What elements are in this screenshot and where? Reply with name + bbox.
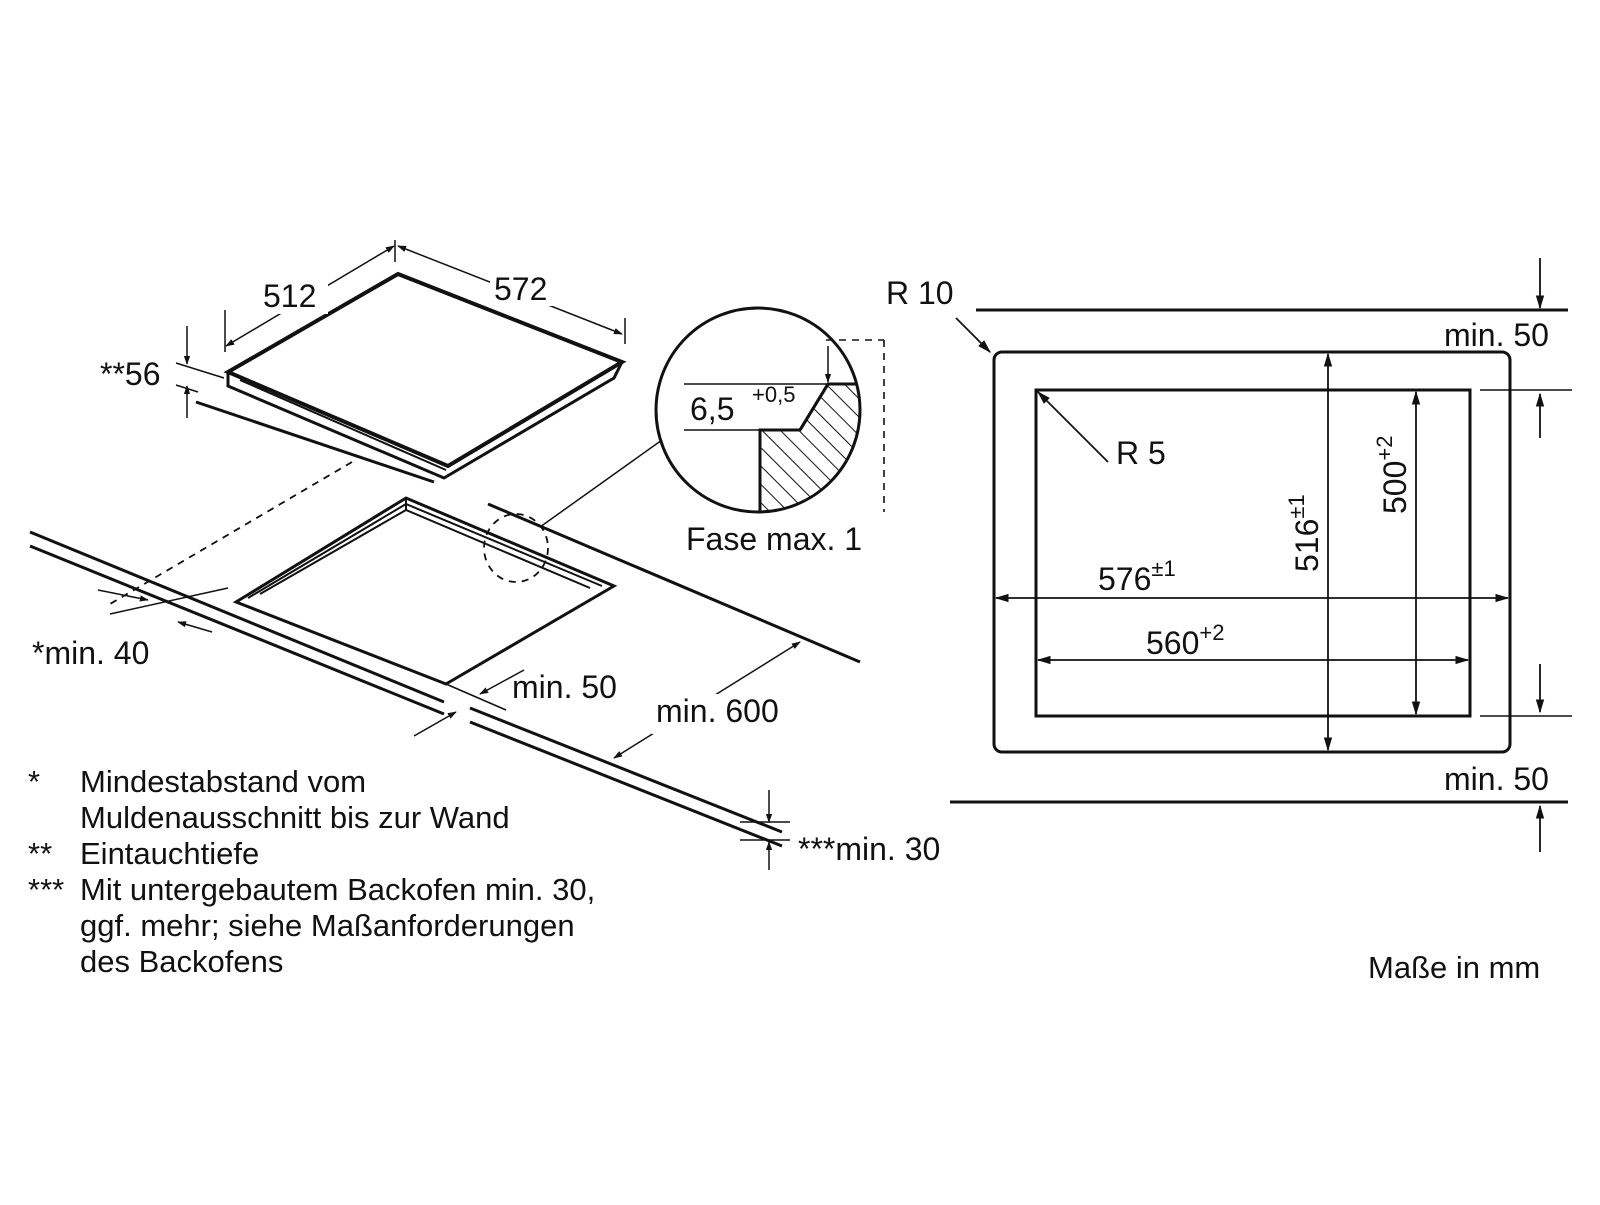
cutout-outer-rect — [992, 350, 1512, 754]
note-2-mark: ** — [28, 836, 52, 871]
cutout-plan: R 10 R 5 576±1 560+2 516±1 500+2 min. 50… — [886, 258, 1572, 852]
dim-min40-label: *min. 40 — [32, 635, 149, 671]
outer-width-label: 576±1 — [1098, 556, 1176, 597]
note-1-mark: * — [28, 764, 40, 799]
dim-min50-front-label: min. 50 — [512, 669, 617, 705]
dim-min30-label: ***min. 30 — [798, 831, 940, 867]
dim-572-label: 572 — [494, 271, 547, 307]
dim-512-label: 512 — [263, 278, 316, 314]
note-3-line-2: ggf. mehr; siehe Maßanforderungen — [80, 908, 575, 943]
detail-circle: 6,5 +0,5 Fase max. 1 — [654, 306, 885, 557]
worktop-back-edge — [487, 502, 861, 664]
detail-marker — [483, 513, 549, 583]
dim-56: **56 — [100, 326, 225, 418]
top-min50-label: min. 50 — [1444, 317, 1549, 353]
note-1-line-2: Muldenausschnitt bis zur Wand — [80, 800, 510, 835]
dim-min30: ***min. 30 — [740, 790, 940, 870]
outer-depth-label: 516±1 — [1284, 494, 1325, 572]
note-3-mark: *** — [28, 872, 64, 907]
detail-thickness-tol: +0,5 — [752, 382, 795, 407]
hidden-projection-line — [109, 461, 353, 605]
dim-572: 572 — [397, 245, 626, 344]
dim-56-label: **56 — [100, 356, 161, 392]
note-3-line-1: Mit untergebautem Backofen min. 30, — [80, 872, 595, 907]
bottom-min50-label: min. 50 — [1444, 761, 1549, 797]
cutout-inner-rect — [1034, 388, 1472, 718]
worktop — [29, 439, 861, 848]
dim-min40: *min. 40 — [32, 587, 229, 671]
note-3-line-3: des Backofens — [80, 944, 283, 979]
dim-512: 512 — [224, 240, 396, 352]
inner-depth-label: 500+2 — [1372, 436, 1413, 514]
worktop-front-bottom — [29, 544, 445, 716]
detail-bevel-label: Fase max. 1 — [686, 521, 862, 557]
hob-iso — [109, 271, 627, 605]
units-label: Maße in mm — [1368, 950, 1540, 985]
worktop-front-top — [29, 530, 445, 704]
hob-front-edge — [226, 361, 624, 480]
worktop-cutout — [232, 496, 618, 686]
note-1-line-1: Mindestabstand vom — [80, 764, 366, 799]
dim-min50-front: min. 50 — [413, 669, 617, 737]
detail-thickness: 6,5 — [690, 391, 734, 427]
footnotes: * Mindestabstand vom Muldenausschnitt bi… — [28, 764, 1540, 985]
corner-inner-label: R 5 — [1116, 435, 1166, 471]
dim-min600: min. 600 — [613, 641, 801, 759]
note-2-line-1: Eintauchtiefe — [80, 836, 259, 871]
corner-outer-label: R 10 — [886, 275, 954, 311]
dim-min600-label: min. 600 — [656, 693, 779, 729]
inner-width-label: 560+2 — [1146, 620, 1224, 661]
